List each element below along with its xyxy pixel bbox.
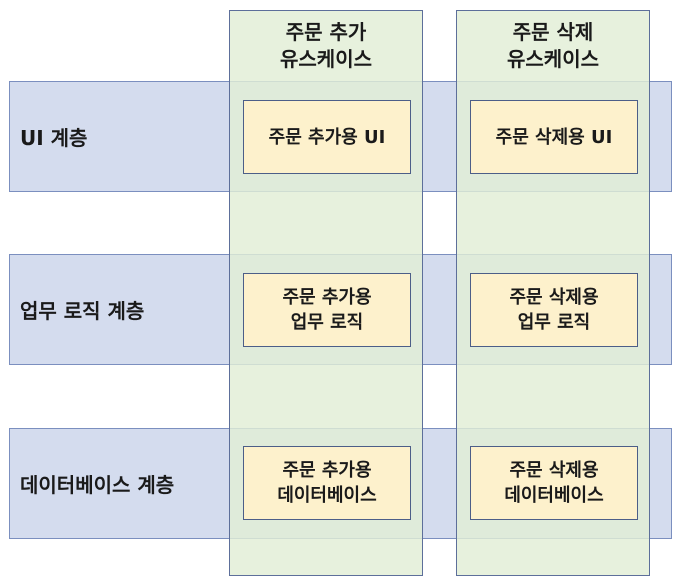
layer-label-business-logic: 업무 로직 계층 [20,299,145,323]
component-add-order-database: 주문 추가용 데이터베이스 [243,446,411,520]
usecase-title-delete-order: 주문 삭제 유스케이스 [507,20,599,71]
component-delete-order-database: 주문 삭제용 데이터베이스 [470,446,638,520]
component-delete-order-ui: 주문 삭제용 UI [470,100,638,174]
component-add-order-ui: 주문 추가용 UI [243,100,411,174]
layer-label-ui: UI 계층 [20,126,88,150]
usecase-title-add-order: 주문 추가 유스케이스 [280,20,372,71]
component-delete-order-business-logic: 주문 삭제용 업무 로직 [470,273,638,347]
layer-label-database: 데이터베이스 계층 [20,473,175,497]
component-add-order-business-logic: 주문 추가용 업무 로직 [243,273,411,347]
